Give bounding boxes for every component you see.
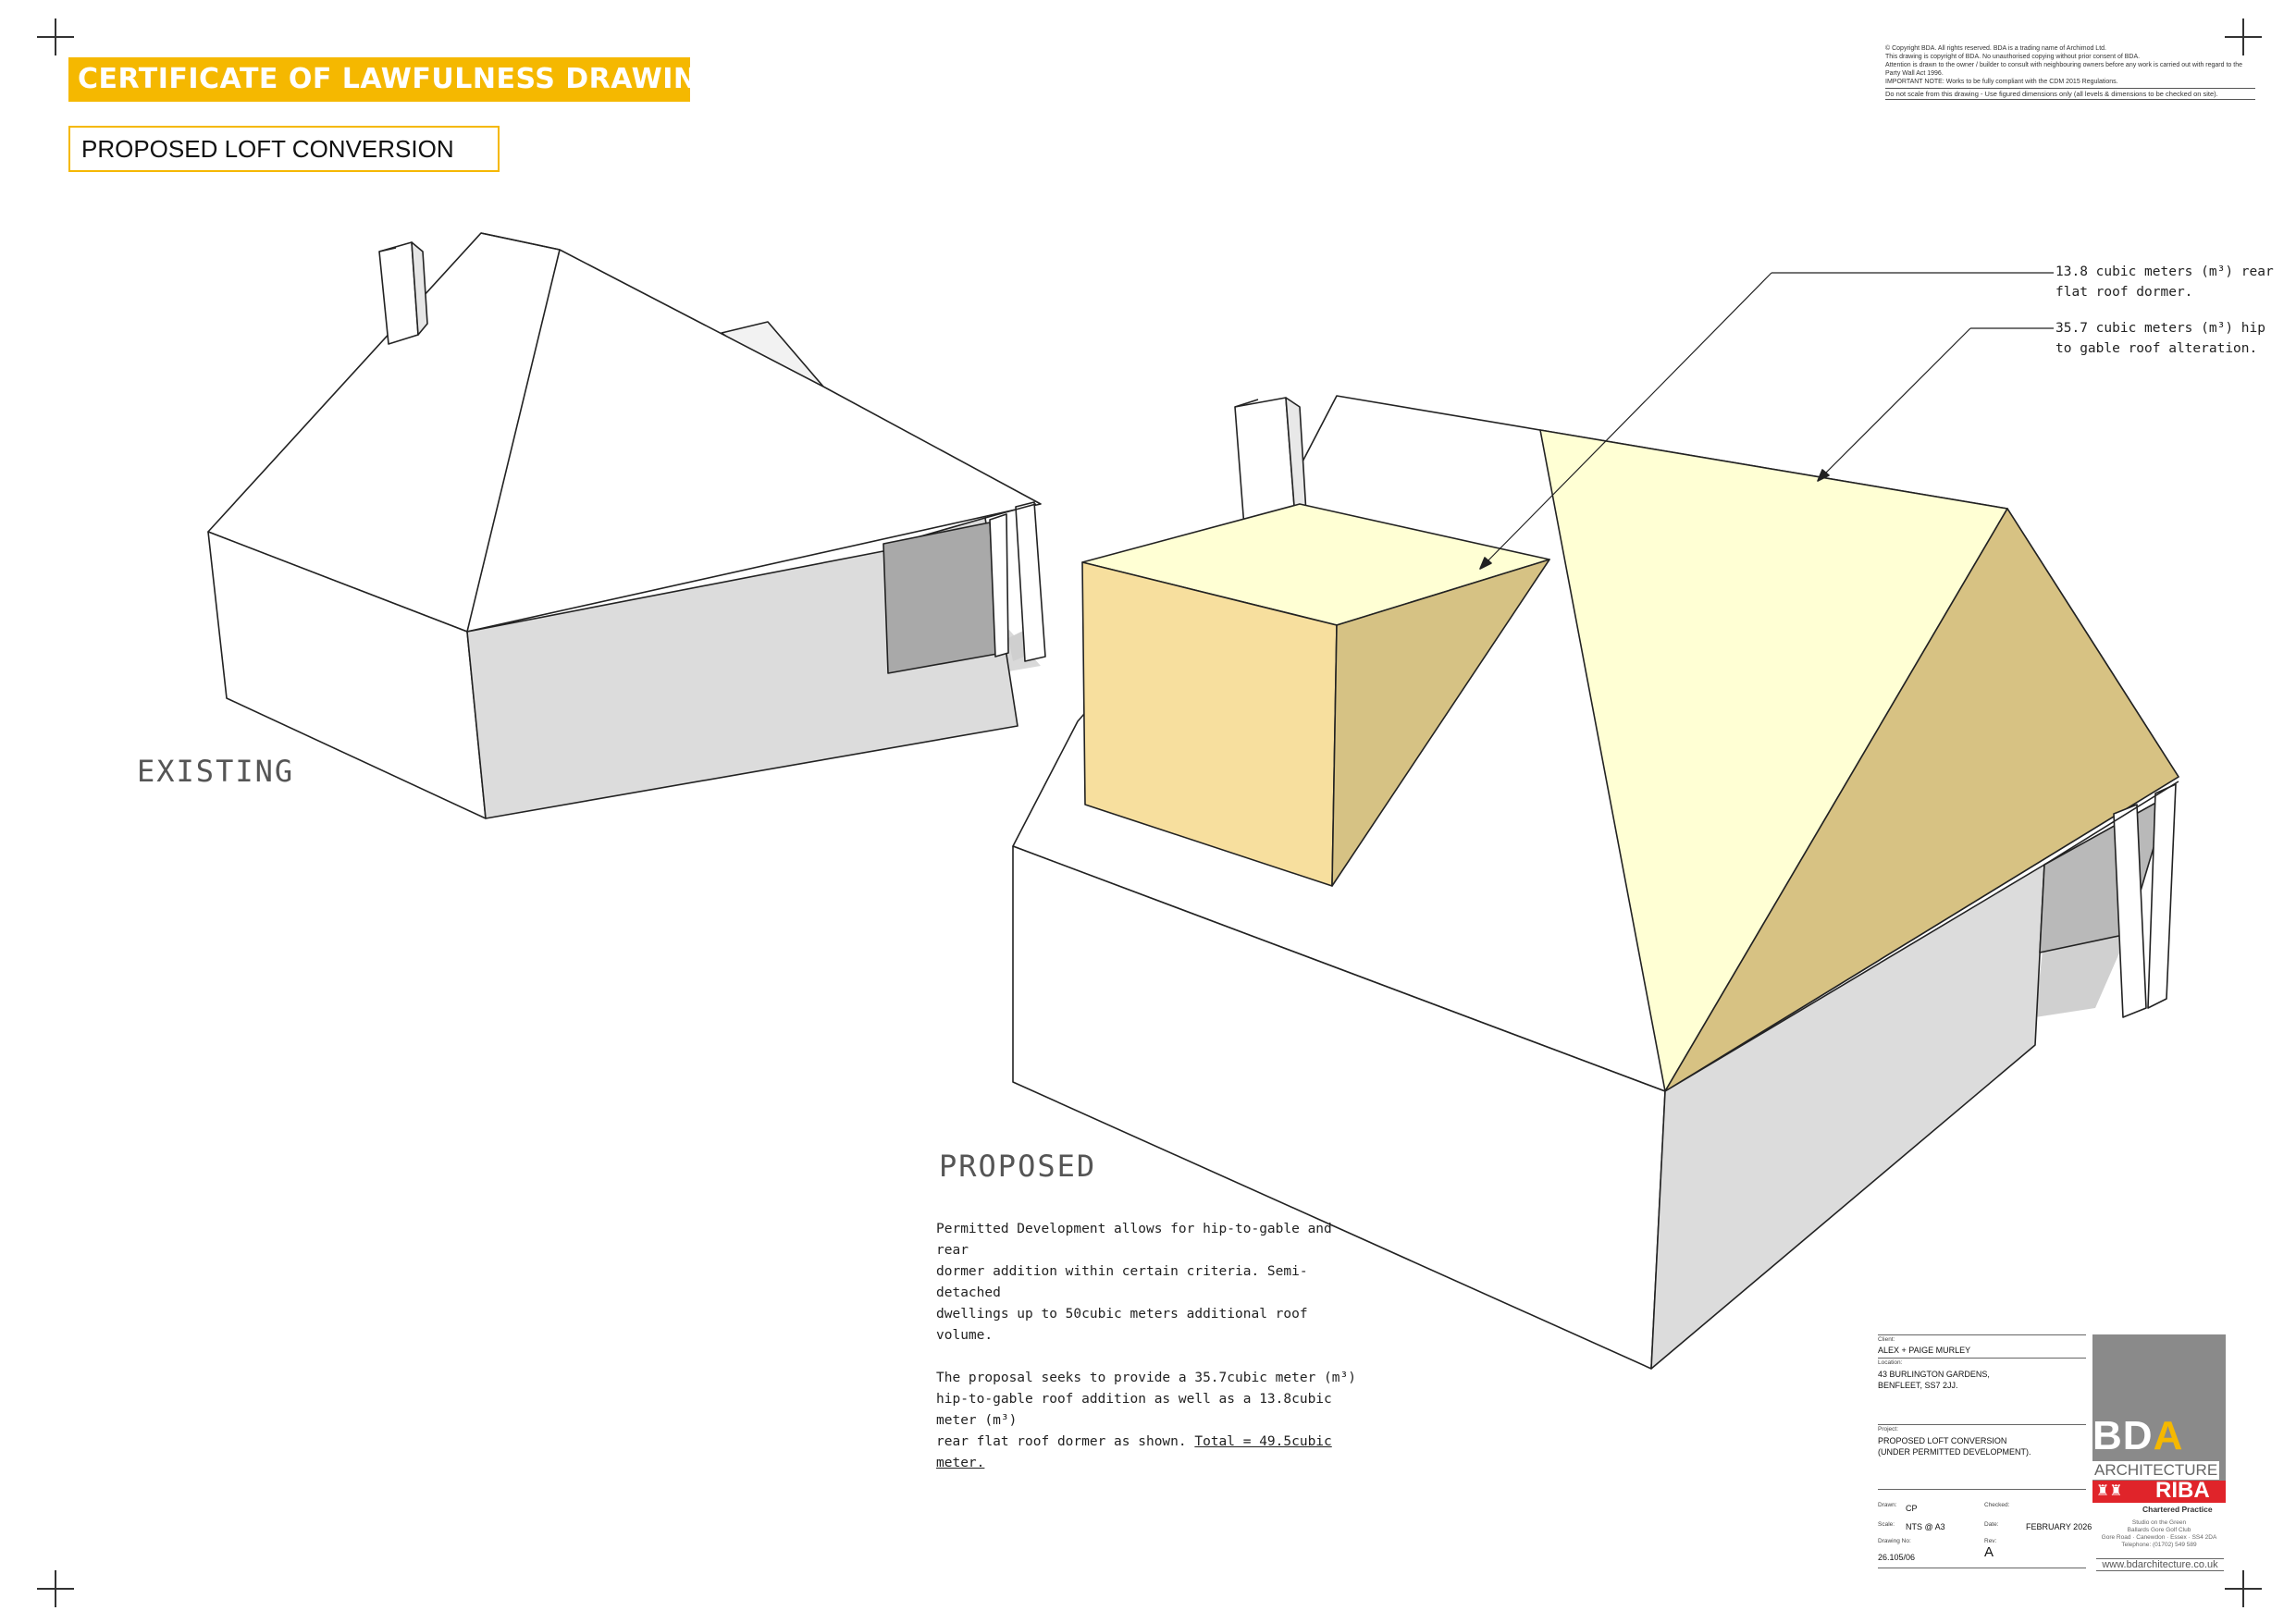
telephone: Telephone: (01702) 549 589: [2121, 1542, 2197, 1548]
notes-total-volume: Total = 49.5cubic meter.: [936, 1434, 1332, 1470]
drawing-subtitle: PROPOSED LOFT CONVERSION: [68, 126, 500, 172]
bda-logo-wordmark: BDA: [2092, 1413, 2228, 1459]
rev-value: A: [1984, 1544, 1994, 1560]
proposed-view-label: PROPOSED: [939, 1149, 1097, 1184]
checked-label: Checked:: [1984, 1502, 2010, 1508]
drawn-value: CP: [1906, 1504, 1918, 1513]
copyright-line-4: IMPORTANT NOTE: Works to be fully compli…: [1885, 79, 2118, 85]
existing-view-label: EXISTING: [137, 754, 295, 789]
location-line-1: 43 BURLINGTON GARDENS,: [1878, 1370, 1990, 1379]
crop-mark-top-left: [37, 18, 74, 55]
location-line-2: BENFLEET, SS7 2JJ.: [1878, 1381, 1958, 1390]
title-block-rule: [1878, 1334, 2086, 1335]
client-value: ALEX + PAIGE MURLEY: [1878, 1346, 1971, 1355]
project-line-1: PROPOSED LOFT CONVERSION: [1878, 1436, 2007, 1445]
chartered-practice-label: Chartered Practice: [2142, 1505, 2213, 1514]
dormer-annotation-line-2: flat roof dormer.: [2055, 285, 2193, 300]
logo-letter-a: A: [2153, 1413, 2184, 1458]
riba-badge: [2092, 1481, 2226, 1503]
scale-label: Scale:: [1878, 1521, 1895, 1528]
title-block-rule: [1878, 1489, 2086, 1490]
drawing-no-value: 26.105/06: [1878, 1553, 1916, 1562]
project-label: Project:: [1878, 1426, 1899, 1432]
copyright-line-1: © Copyright BDA. All rights reserved. BD…: [1885, 45, 2106, 52]
hip-to-gable-volume-annotation: 35.7 cubic meters (m³) hip to gable roof…: [2055, 318, 2265, 359]
notes-paragraph-2: The proposal seeks to provide a 35.7cubi…: [936, 1368, 1362, 1474]
existing-house: [207, 232, 1046, 819]
location-label: Location:: [1878, 1359, 1903, 1366]
proposed-house: [1012, 272, 2179, 1370]
notes-p1-line-3: dwellings up to 50cubic meters additiona…: [936, 1307, 1308, 1343]
address-line-1: Studio on the Green: [2131, 1519, 2187, 1526]
scale-value: NTS @ A3: [1906, 1522, 1945, 1531]
copyright-line-2: This drawing is copyright of BDA. No una…: [1885, 54, 2141, 60]
date-value: FEBRUARY 2026: [2026, 1522, 2092, 1531]
logo-letter-d: D: [2122, 1413, 2154, 1458]
notes-p1-line-1: Permitted Development allows for hip-to-…: [936, 1222, 1332, 1258]
practice-address: Studio on the Green Ballards Gore Golf C…: [2094, 1519, 2224, 1549]
notes-p2-line-2: hip-to-gable roof addition as well as a …: [936, 1392, 1332, 1428]
address-line-3: Gore Road · Canewdon · Essex · SS4 2DA: [2101, 1534, 2217, 1541]
crop-mark-bottom-right: [2225, 1570, 2262, 1607]
drawn-label: Drawn:: [1878, 1502, 1897, 1508]
rev-label: Rev:: [1984, 1538, 1997, 1544]
notes-p2-line-3: rear flat roof dormer as shown.: [936, 1434, 1195, 1449]
dormer-volume-annotation: 13.8 cubic meters (m³) rear flat roof do…: [2055, 262, 2274, 302]
notes-paragraph-1: Permitted Development allows for hip-to-…: [936, 1219, 1362, 1346]
bda-logo-panel: [2092, 1334, 2226, 1481]
notes-p2-line-1: The proposal seeks to provide a 35.7cubi…: [936, 1371, 1356, 1385]
project-line-2: (UNDER PERMITTED DEVELOPMENT).: [1878, 1447, 2031, 1457]
riba-wordmark: RIBA: [2155, 1478, 2210, 1503]
drawing-title-banner: CERTIFICATE OF LAWFULNESS DRAWING: [68, 57, 720, 102]
permitted-development-notes: Permitted Development allows for hip-to-…: [936, 1219, 1362, 1495]
client-label: Client:: [1878, 1336, 1895, 1343]
title-block-rule: [1878, 1358, 2086, 1359]
date-label: Date:: [1984, 1521, 1999, 1528]
crop-mark-top-right: [2225, 18, 2262, 55]
drawing-no-label: Drawing No:: [1878, 1538, 1911, 1544]
title-block-rule: [1878, 1424, 2086, 1425]
copyright-notice: © Copyright BDA. All rights reserved. BD…: [1885, 44, 2255, 100]
logo-letter-b: B: [2092, 1413, 2123, 1458]
architecture-wordmark: ARCHITECTURE: [2092, 1461, 2220, 1480]
hip-annotation-line-2: to gable roof alteration.: [2055, 341, 2258, 356]
copyright-line-3: Attention is drawn to the owner / builde…: [1885, 62, 2242, 77]
scale-warning-note: Do not scale from this drawing - Use fig…: [1885, 88, 2255, 100]
title-block: Client: ALEX + PAIGE MURLEY Location: 43…: [1878, 1332, 2229, 1572]
dormer-annotation-line-1: 13.8 cubic meters (m³) rear: [2055, 264, 2274, 279]
hip-annotation-line-1: 35.7 cubic meters (m³) hip: [2055, 321, 2265, 336]
notes-p1-line-2: dormer addition within certain criteria.…: [936, 1264, 1308, 1300]
riba-lions-icon: ♜♜: [2096, 1482, 2123, 1499]
crop-mark-bottom-left: [37, 1570, 74, 1607]
address-line-2: Ballards Gore Golf Club: [2127, 1527, 2191, 1533]
website-link[interactable]: www.bdarchitecture.co.uk: [2096, 1558, 2224, 1571]
